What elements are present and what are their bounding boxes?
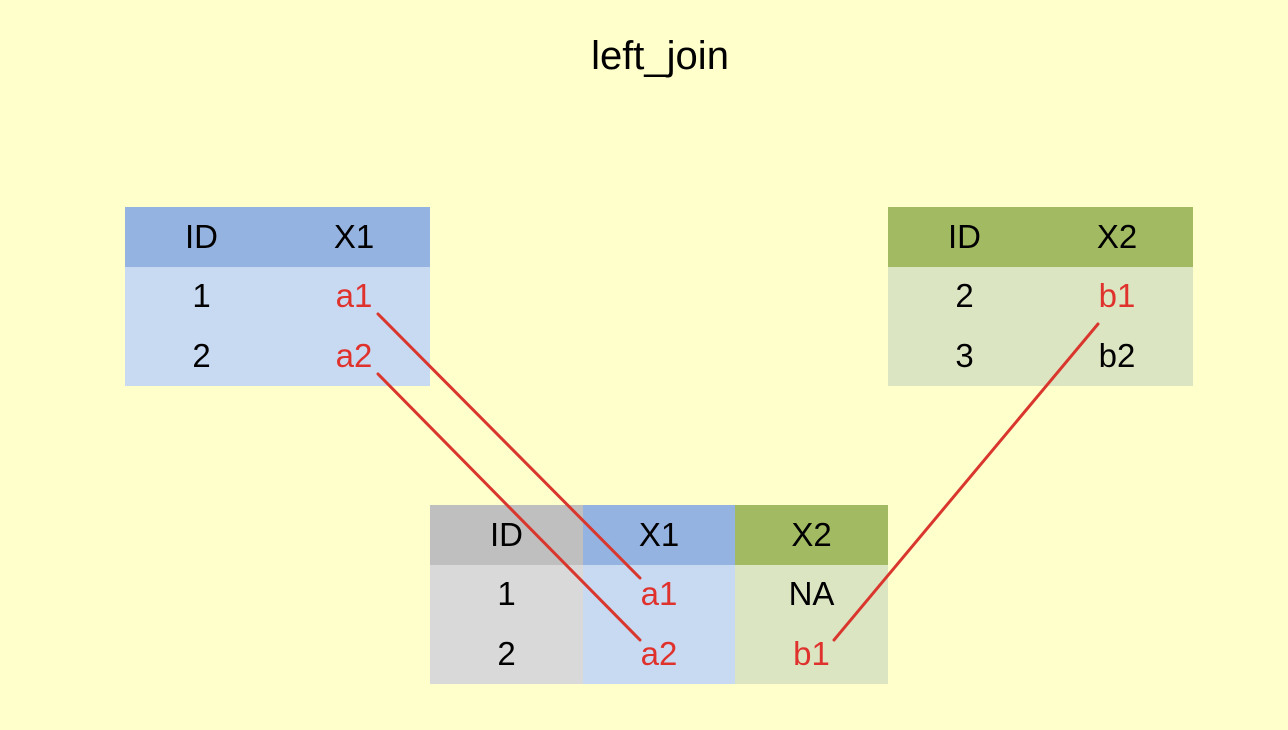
left-cell-id: 2: [125, 326, 278, 386]
diagram-title: left_join: [591, 34, 729, 78]
right-cell-id: 2: [888, 266, 1041, 326]
right-header-x2: X2: [1041, 207, 1193, 267]
right-table: ID X2 2 b1 3 b2: [888, 207, 1193, 386]
left-cell-id: 1: [125, 266, 278, 326]
left-header-x1: X1: [278, 207, 430, 267]
right-header-id: ID: [888, 207, 1041, 267]
right-cell-x2-b1: b1: [1041, 266, 1193, 326]
result-header-id: ID: [430, 505, 583, 565]
result-cell-id: 1: [430, 564, 583, 624]
result-header-x2: X2: [735, 505, 888, 565]
left-cell-x1-a2: a2: [278, 326, 430, 386]
result-cell-x1-a2: a2: [583, 624, 735, 684]
result-header-x1: X1: [583, 505, 735, 565]
right-cell-x2-b2: b2: [1041, 326, 1193, 386]
right-cell-id: 3: [888, 326, 1041, 386]
result-cell-x2-b1: b1: [735, 624, 888, 684]
result-cell-id: 2: [430, 624, 583, 684]
result-cell-x2-na: NA: [735, 564, 888, 624]
result-table: ID X1 X2 1 a1 NA 2 a2 b1: [430, 505, 888, 684]
left-header-id: ID: [125, 207, 278, 267]
left-cell-x1-a1: a1: [278, 266, 430, 326]
left-table: ID X1 1 a1 2 a2: [125, 207, 430, 386]
result-cell-x1-a1: a1: [583, 564, 735, 624]
